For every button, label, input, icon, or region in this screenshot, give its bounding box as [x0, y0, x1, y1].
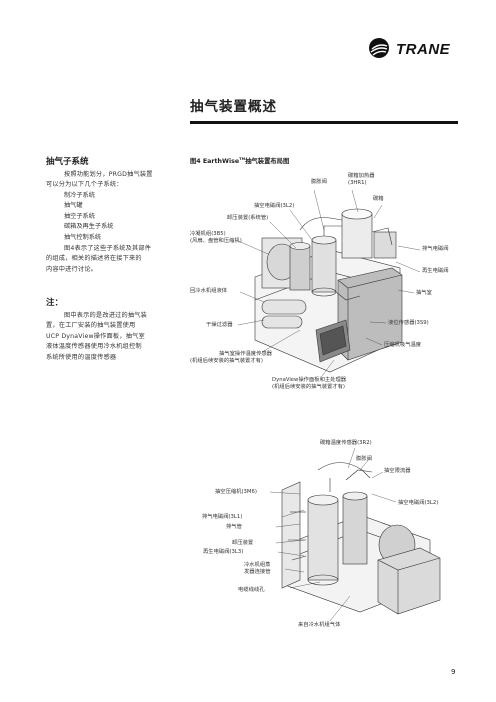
label-purge-liquid-temp-sub: (机组后续安装的抽气装置才有)	[190, 358, 263, 364]
section-title-purge-subsystem: 抽气子系统	[46, 157, 89, 167]
para-line: 图4表示了这些子系统及其部件	[64, 245, 152, 252]
label-condensing-unit: 冷凝机组(3B5)	[190, 231, 226, 237]
note-line: UCP DynaView操作面板，抽气室	[46, 332, 145, 340]
label-pumpout-solenoid-2: 抽空电磁阀(3L2)	[398, 500, 439, 506]
label-exhaust-solenoid: 排气电磁阀	[422, 246, 449, 252]
trane-logo: TRANE	[368, 38, 460, 60]
trane-logo-icon	[369, 38, 389, 58]
label-return-liquid: 回冷水机组液体	[190, 288, 228, 294]
label-pumpout-solenoid: 抽空电磁阀(3L2)	[254, 203, 295, 209]
label-chiller-gas: 来自冷水机组气体	[298, 622, 341, 628]
label-unloader: 卸压装置(系统管)	[227, 215, 269, 221]
note-line: 置，在工厂安装的抽气装置使用	[46, 322, 136, 330]
list-item: 抽气控制系统	[64, 233, 102, 241]
page-number: 9	[451, 668, 456, 676]
intro-line: 可以分为以下几个子系统：	[46, 181, 123, 189]
title-divider	[190, 121, 458, 124]
label-carbon-tank: 碳箱	[373, 196, 384, 202]
label-level-sensor: 液位传感器(3S9)	[388, 320, 429, 326]
note-body: 图中表示的是改进过的抽气装 置，在工厂安装的抽气装置使用 UCP DynaVie…	[46, 311, 184, 363]
label-chiller-connection-1: 冷水机组蒸	[244, 562, 271, 568]
para-line: 内容中进行讨论。	[46, 265, 98, 273]
label-carbon-heater-code: (3HR1)	[348, 180, 367, 186]
subsystem-list: 制冷子系统 抽气罐 抽空子系统 碳箱及再生子系统 抽气控制系统	[64, 191, 114, 243]
figure-title: 图4 EarthWiseTM抽气装置布局图	[190, 156, 289, 165]
figure-title-prefix: 图4 EarthWise	[190, 158, 240, 165]
figure-title-suffix: 抽气装置布局图	[245, 158, 290, 165]
label-purge-tank: 抽气室	[416, 290, 432, 296]
list-item: 制冷子系统	[64, 192, 95, 199]
label-dynaview: DynaView操作面板和主处理器	[272, 377, 347, 383]
section-intro: 按照功能划分，PRGD抽气装置 可以分为以下几个子系统：	[46, 170, 180, 191]
label-dynaview-sub: (机组后续安装的抽气装置才有)	[272, 384, 345, 390]
label-carbon-temp-sensor: 碳箱温度传感器(3R2)	[320, 440, 372, 446]
label-chiller-connection-2: 发器连接管	[244, 569, 271, 575]
label-unloader-2: 卸压装置	[232, 540, 254, 546]
label-pumpout-limiter: 抽空限流器	[384, 468, 411, 474]
label-regen-solenoid: 再生电磁阀	[422, 268, 449, 274]
label-pumpout-compressor: 抽空压缩机(3M6)	[215, 489, 257, 495]
label-suction-temp: 压缩机吸气温度	[384, 342, 422, 348]
para-line: 的组成，相关的描述将在接下来的	[46, 255, 142, 263]
note-line: 液体温度传感器使用冷水机组控制	[46, 343, 142, 351]
list-item: 抽气罐	[64, 202, 83, 210]
page-title: 抽气装置概述	[190, 99, 277, 115]
label-regen-solenoid-2: 再生电磁阀(3L3)	[203, 549, 244, 555]
label-carbon-heater: 碳箱加热器	[348, 173, 375, 179]
brand-name: TRANE	[396, 41, 451, 58]
label-purge-liquid-temp: 抽气室操作温度传感器	[219, 351, 272, 357]
note-line: 系统所使用的温度传感器	[46, 353, 117, 361]
note-line: 图中表示的是改进过的抽气装	[64, 312, 148, 319]
section-para2: 图4表示了这些子系统及其部件 的组成，相关的描述将在接下来的 内容中进行讨论。	[46, 244, 180, 275]
label-exhaust-solenoid-2: 排气电磁阀(3L1)	[202, 514, 243, 520]
label-condensing-unit-sub: (风扇、盘管和压缩机)	[190, 238, 242, 244]
label-cable-hole: 电缆线线孔	[238, 587, 265, 593]
label-expansion-valve: 膨胀阀	[311, 179, 327, 185]
list-item: 抽空子系统	[64, 212, 95, 220]
label-filter-drier: 干燥过滤器	[206, 322, 233, 328]
label-exhaust-pipe: 排气管	[226, 524, 242, 530]
trademark-mark: TM	[239, 156, 246, 161]
note-title: 注：	[46, 298, 64, 308]
list-item: 碳箱及再生子系统	[64, 223, 114, 231]
label-expansion-valve-2: 膨胀阀	[356, 456, 372, 462]
intro-line: 按照功能划分，PRGD抽气装置	[64, 171, 153, 178]
